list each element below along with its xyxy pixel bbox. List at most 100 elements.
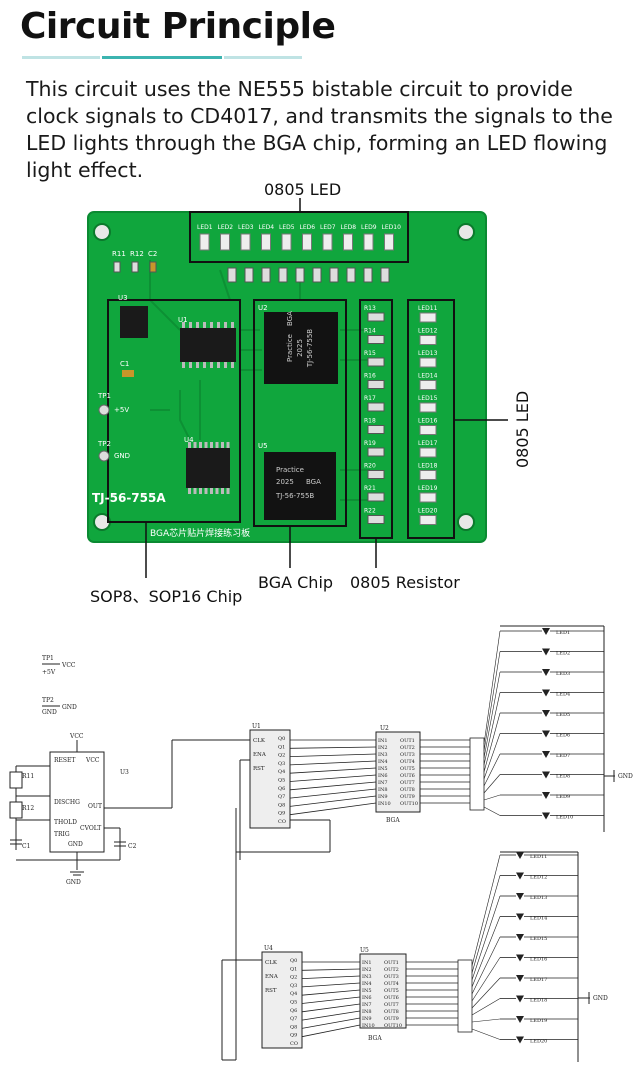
sch-pin-label: OUT2 <box>400 745 415 751</box>
sch-pin-label: IN9 <box>378 794 388 800</box>
side-resistor <box>367 470 385 479</box>
sch-pin-label: Q4 <box>290 991 297 997</box>
sch-pin-label: OUT6 <box>400 773 415 779</box>
sch-pin-label: Q3 <box>278 761 285 767</box>
sch-c2: C2 <box>128 843 137 850</box>
sch-tp2: TP2 <box>42 697 54 704</box>
top-led-label: LED3 <box>238 224 254 231</box>
sch-pin-label: Q1 <box>278 744 285 750</box>
sch-led-label: LED20 <box>530 1039 547 1045</box>
sch-led-icon <box>516 934 524 941</box>
board-bottom-text: BGA芯片贴片焊接练习板 <box>150 527 250 539</box>
sch-555-thold: THOLD <box>54 819 77 826</box>
top-led-label: LED1 <box>197 224 213 231</box>
side-led <box>419 447 437 458</box>
sch-555-vcc: VCC <box>85 757 100 764</box>
side-led-label: LED11 <box>418 305 438 312</box>
top-resistor <box>363 267 373 283</box>
sch-pin-label: OUT8 <box>400 787 415 793</box>
sch-led-icon <box>516 893 524 900</box>
tp1-pad <box>98 404 110 416</box>
sch-pin-label: Q1 <box>290 966 297 972</box>
sch-led-icon <box>516 975 524 982</box>
side-resistor-label: R18 <box>364 418 376 425</box>
sch-led-icon <box>542 812 550 820</box>
sch-u5: U5 <box>360 947 369 954</box>
u2-label: U2 <box>258 304 268 312</box>
sch-bga-bottom: BGA <box>368 1035 382 1042</box>
top-led-label: LED2 <box>218 224 234 231</box>
sch-led-label: LED8 <box>556 774 570 780</box>
sch-led-label: LED1 <box>556 630 570 636</box>
sch-led-icon <box>516 954 524 962</box>
sch-tp1: TP1 <box>42 655 54 662</box>
sch-led-icon <box>542 730 550 738</box>
top-resistor <box>380 267 390 283</box>
sch-pin-label: Q0 <box>290 958 297 964</box>
svg-text:BGA: BGA <box>306 478 321 486</box>
c1-label: C1 <box>120 360 129 368</box>
sch-pin-label: Q6 <box>278 786 285 792</box>
sch-pin-label: Q0 <box>278 736 285 742</box>
top-led-label: LED10 <box>382 224 402 231</box>
svg-text:2025: 2025 <box>276 478 294 486</box>
sch-pin-label: OUT8 <box>384 1009 399 1015</box>
side-resistor <box>367 492 385 502</box>
side-resistor <box>367 515 385 524</box>
top-resistor <box>295 267 305 283</box>
sch-led-label: LED7 <box>556 753 570 759</box>
svg-text:TJ-56-755B: TJ-56-755B <box>275 492 314 500</box>
side-led-label: LED18 <box>418 463 438 470</box>
sch-pin-label: IN8 <box>378 787 388 793</box>
sch-555-out: OUT <box>88 803 102 810</box>
sch-led-icon <box>516 1016 524 1023</box>
side-led-label: LED17 <box>418 440 438 447</box>
side-resistor <box>367 357 385 367</box>
svg-text:2025: 2025 <box>296 339 304 357</box>
sch-pin-label: IN10 <box>378 801 391 807</box>
sch-pin-label: Q3 <box>290 983 297 989</box>
top-led <box>240 233 251 251</box>
sch-pin-label: IN7 <box>378 780 388 786</box>
side-led-box <box>407 299 455 539</box>
board-model: TJ-56-755A <box>92 491 166 505</box>
svg-text:Practice: Practice <box>286 334 294 362</box>
side-led <box>419 515 437 525</box>
sch-pin-label: IN7 <box>362 1002 372 1008</box>
sch-led-label: LED10 <box>556 815 573 821</box>
c2-label: C2 <box>148 250 157 258</box>
sch-gnd-right-top: GND <box>618 773 633 780</box>
sch-led-label: LED13 <box>530 895 547 901</box>
tp2-label: TP2 <box>97 440 111 448</box>
mount-hole <box>457 513 475 531</box>
bga-box <box>253 299 347 527</box>
top-led <box>322 233 333 251</box>
mount-hole <box>93 223 111 241</box>
sch-led-label: LED12 <box>530 875 547 881</box>
side-led <box>419 492 437 503</box>
sch-led-icon <box>542 669 550 676</box>
top-led <box>302 233 312 251</box>
sch-led-label: LED5 <box>556 712 570 718</box>
sch-pin-label: OUT4 <box>400 759 415 765</box>
label-sop-chip: SOP8、SOP16 Chip <box>90 587 243 606</box>
side-resistor-label: R15 <box>364 350 376 357</box>
side-led <box>419 380 437 390</box>
sch-r11: R11 <box>22 773 34 780</box>
sch-555-vcc-top: VCC <box>69 733 84 740</box>
gnd-label: GND <box>114 452 130 460</box>
sch-pin-label: Q5 <box>278 778 285 784</box>
sch-pin-label: IN4 <box>378 759 388 765</box>
sch-vcc: VCC <box>61 662 76 669</box>
sch-led-label: LED9 <box>556 794 570 800</box>
sch-c1: C1 <box>22 843 30 850</box>
sch-bga-top: BGA <box>386 817 400 824</box>
sch-led-label: LED16 <box>530 957 547 963</box>
sch-555-gnd: GND <box>68 841 83 848</box>
sch-led-icon <box>516 1036 524 1044</box>
svg-text:Practice: Practice <box>276 466 304 474</box>
sch-pin-label: IN6 <box>362 995 372 1001</box>
sch-led-icon <box>516 995 524 1003</box>
tp2-pad <box>98 450 110 462</box>
